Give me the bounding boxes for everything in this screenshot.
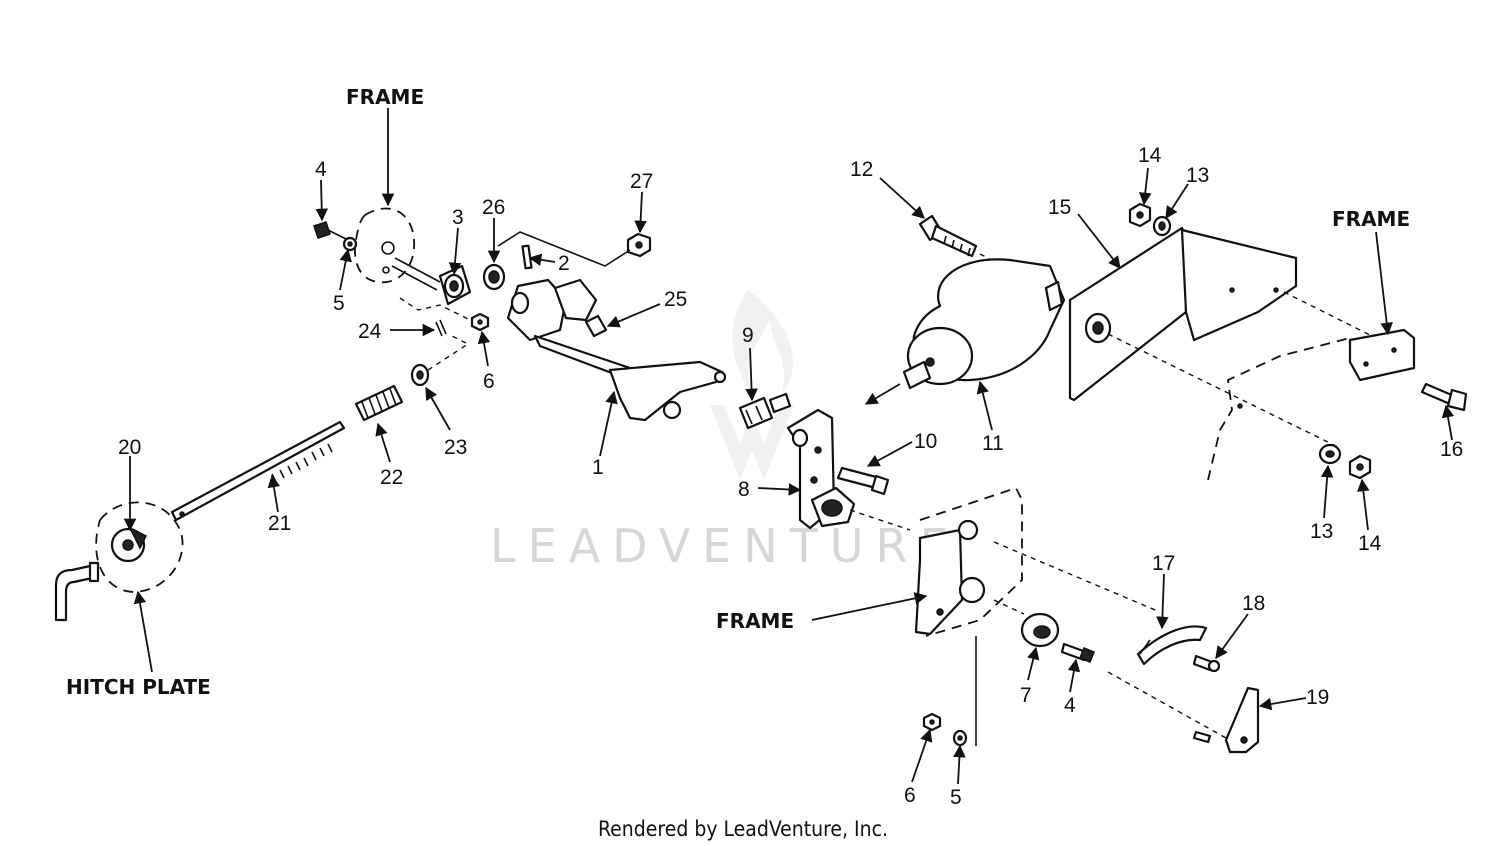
screw-part-18: [1192, 654, 1221, 673]
callouts: 1 2 3 4 5 6 7 8 9 10 11 12 13 14 15 16 1…: [118, 144, 1463, 809]
hitch-disc-part-20: [110, 526, 148, 563]
motor-arrow: [864, 383, 901, 405]
callout-19: 19: [1306, 686, 1329, 709]
callout-2: 2: [558, 252, 570, 275]
bolt-part-10: [836, 466, 890, 496]
callout-15: 15: [1048, 196, 1071, 219]
callout-24: 24: [358, 320, 382, 343]
motor-part-11: [902, 258, 1066, 390]
watermark-logo-icon: [710, 290, 794, 480]
callout-20: 20: [118, 436, 141, 459]
hitch-pin: [54, 561, 100, 622]
pad-part-17: [1136, 625, 1208, 666]
label-frame-bottom: FRAME: [716, 609, 794, 633]
callout-10: 10: [914, 430, 937, 453]
callout-7: 7: [1020, 684, 1032, 707]
washer-part-5: [342, 236, 358, 252]
arm-part-19: [1192, 686, 1260, 754]
nut-part-14-top: [1128, 202, 1152, 228]
callout-27: 27: [630, 170, 653, 193]
frame-bottom-plate: [914, 486, 1023, 746]
lever-part-1: [506, 278, 727, 422]
nut-part-14-bottom: [1348, 454, 1372, 480]
callout-18: 18: [1242, 592, 1265, 615]
callout-6-bottom: 6: [904, 784, 916, 807]
callout-22: 22: [380, 466, 403, 489]
callout-16: 16: [1440, 438, 1463, 461]
washer-part-5-bottom: [952, 729, 968, 747]
callout-14-bottom: 14: [1358, 532, 1382, 555]
callout-4-bottom: 4: [1064, 694, 1076, 717]
callout-5-bottom: 5: [950, 786, 962, 809]
label-frame-right: FRAME: [1332, 207, 1410, 231]
bracket-part-15: [1068, 226, 1298, 402]
bracket-part-9: [738, 392, 792, 430]
washer-part-13-top: [1152, 215, 1172, 237]
callout-17: 17: [1152, 552, 1175, 575]
frame-top-hole-small: [382, 266, 390, 274]
bolt-part-16: [1420, 382, 1468, 412]
pin-part-25: [584, 314, 608, 338]
callout-13: 13: [1186, 164, 1209, 187]
callout-25: 25: [664, 288, 687, 311]
flange-part-7: [1020, 612, 1060, 648]
nut-part-6: [470, 312, 490, 332]
hitch-plate-outline: [95, 501, 184, 593]
frame-top-outline: [354, 207, 415, 284]
collar-part-26: [482, 263, 506, 291]
leader-lines: [123, 108, 1455, 785]
frame-top-hole: [381, 241, 395, 255]
callout-3: 3: [452, 206, 464, 229]
washer-part-13-bottom: [1318, 443, 1342, 465]
pin-part-2: [521, 244, 533, 270]
nut-part-6-bottom: [922, 712, 942, 732]
bolt-part-4: [313, 221, 349, 241]
spring-part-22: [354, 384, 404, 422]
label-frame-top: FRAME: [346, 85, 424, 109]
callout-13-bottom: 13: [1310, 520, 1333, 543]
callout-14: 14: [1138, 144, 1162, 167]
bracket-part-8: [786, 408, 856, 530]
callout-6: 6: [483, 370, 495, 393]
footer-credit: Rendered by LeadVenture, Inc.: [598, 817, 888, 841]
watermark-text: LEADVENTURE: [490, 519, 961, 573]
callout-5: 5: [333, 292, 345, 315]
callout-11: 11: [982, 432, 1004, 455]
bolt-part-12: [918, 214, 978, 258]
callout-8: 8: [738, 478, 750, 501]
nut-part-27: [626, 232, 652, 258]
bolt-part-4-bottom: [1060, 642, 1095, 663]
bearing-part-3: [438, 264, 472, 306]
callout-1: 1: [592, 456, 604, 479]
callout-26: 26: [482, 196, 505, 219]
callout-4: 4: [315, 158, 327, 181]
frame-right-outline: [1207, 328, 1416, 481]
callout-21: 21: [268, 512, 291, 535]
callout-23: 23: [444, 436, 467, 459]
washer-part-23: [410, 363, 430, 387]
rod-part-21: [170, 420, 346, 522]
clip-part-24: [435, 319, 447, 337]
callout-12: 12: [850, 158, 873, 181]
label-hitch-plate: HITCH PLATE: [66, 675, 211, 699]
callout-9: 9: [742, 324, 754, 347]
